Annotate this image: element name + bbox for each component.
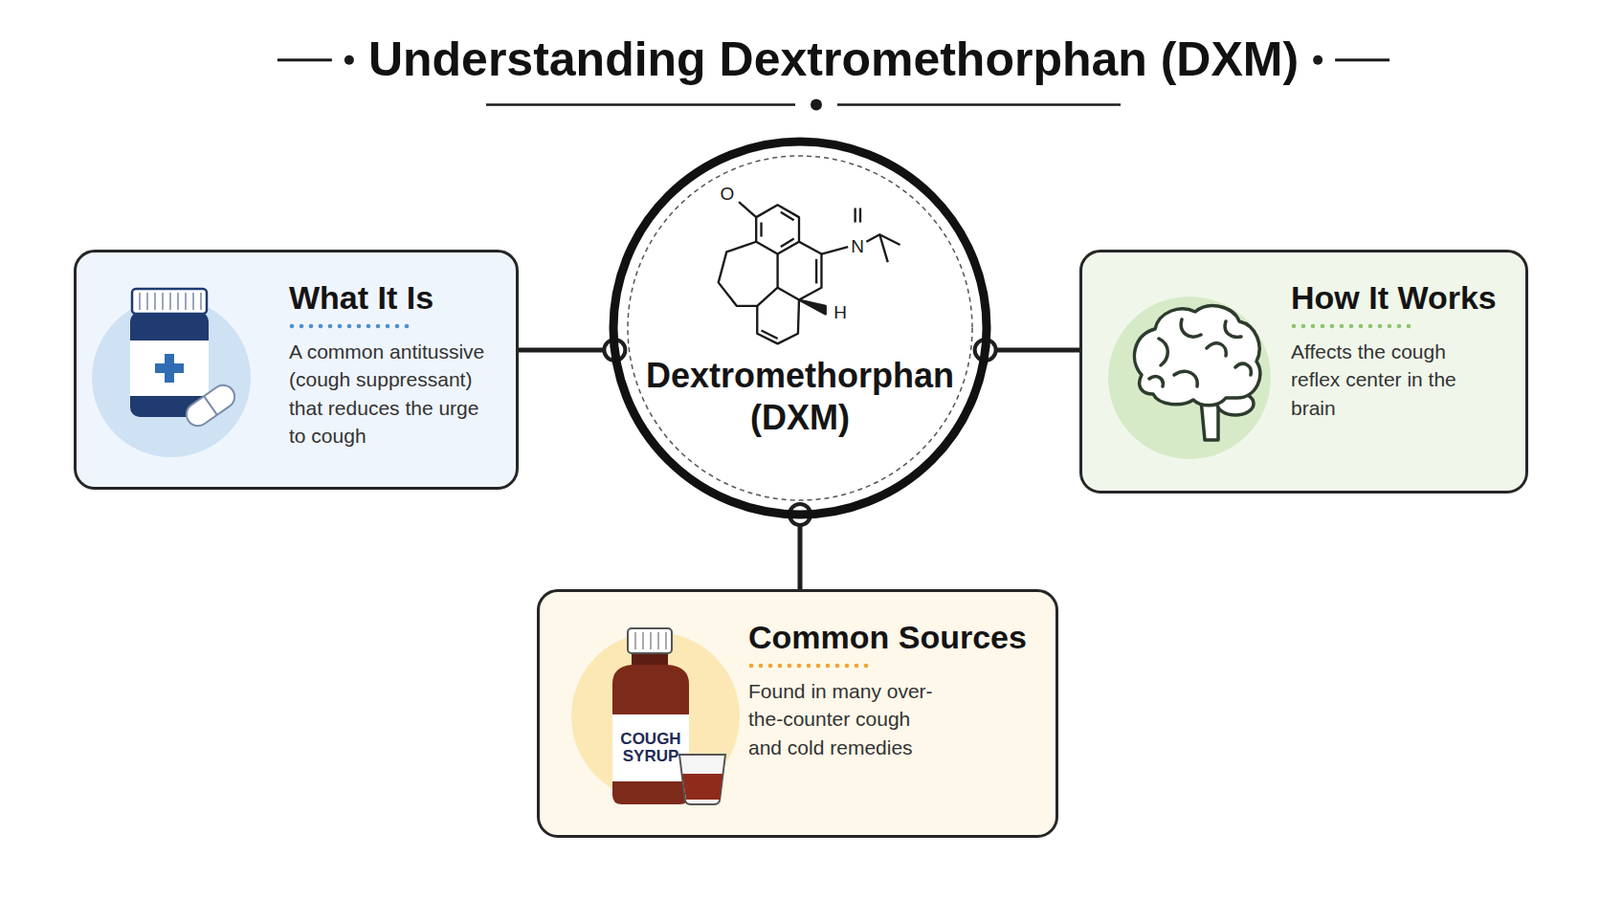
card-heading: How It Works <box>1290 279 1497 317</box>
card-body: Found in many over-the-counter cough and… <box>748 677 935 762</box>
atom-label: O <box>720 184 735 204</box>
info-card: What It Is A common antitussive (cough su… <box>73 249 519 490</box>
circle-label: Dextromethorphan (DXM) <box>637 355 963 440</box>
circle-outline <box>608 136 992 520</box>
central-circle: Dextromethorphan (DXM) <box>608 136 992 520</box>
connector-line <box>518 348 615 354</box>
dotted-rule <box>288 322 416 331</box>
card-body: Affects the cough reflex center in the b… <box>1290 337 1488 423</box>
dashed-ring <box>627 155 973 501</box>
dotted-rule <box>748 662 875 670</box>
atom-label: N <box>850 237 865 257</box>
card-heading: Common Sources <box>748 619 1027 657</box>
info-card: How It WorksAffects the cough reflex cen… <box>1079 249 1529 494</box>
atom-label: H <box>833 303 847 323</box>
bottle-label: COUGH SYRUP <box>612 731 689 766</box>
dotted-rule <box>1290 322 1418 331</box>
connector-line <box>985 348 1080 354</box>
info-card: Common SourcesFound in many over-the-cou… <box>536 589 1059 839</box>
outer-ring <box>613 141 987 515</box>
molecule-structure <box>718 201 901 344</box>
title: Understanding Dextromethorphan (DXM) <box>368 32 1299 89</box>
card-heading: What It Is <box>288 279 501 317</box>
card-body: A common antitussive (cough suppressant)… <box>288 337 501 451</box>
